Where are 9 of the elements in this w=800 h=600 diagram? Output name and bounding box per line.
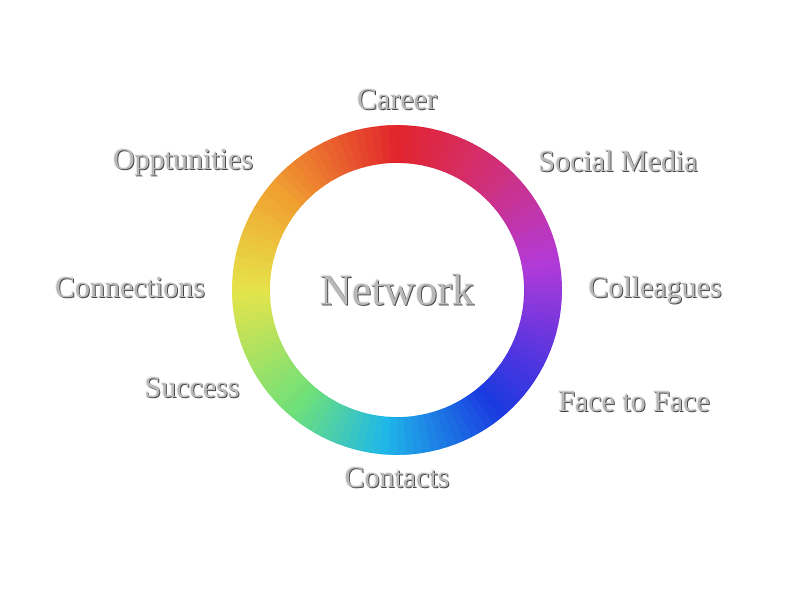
- center-label: Network: [320, 264, 474, 316]
- ring-label: Opptunities: [113, 143, 253, 177]
- ring-label: Career: [357, 83, 437, 117]
- ring-label: Contacts: [344, 461, 450, 495]
- ring-label: Social Media: [538, 145, 698, 179]
- ring-label: Success: [144, 371, 240, 405]
- ring-label: Face to Face: [558, 385, 710, 419]
- ring-label: Colleagues: [588, 271, 722, 305]
- ring-label: Connections: [55, 271, 205, 305]
